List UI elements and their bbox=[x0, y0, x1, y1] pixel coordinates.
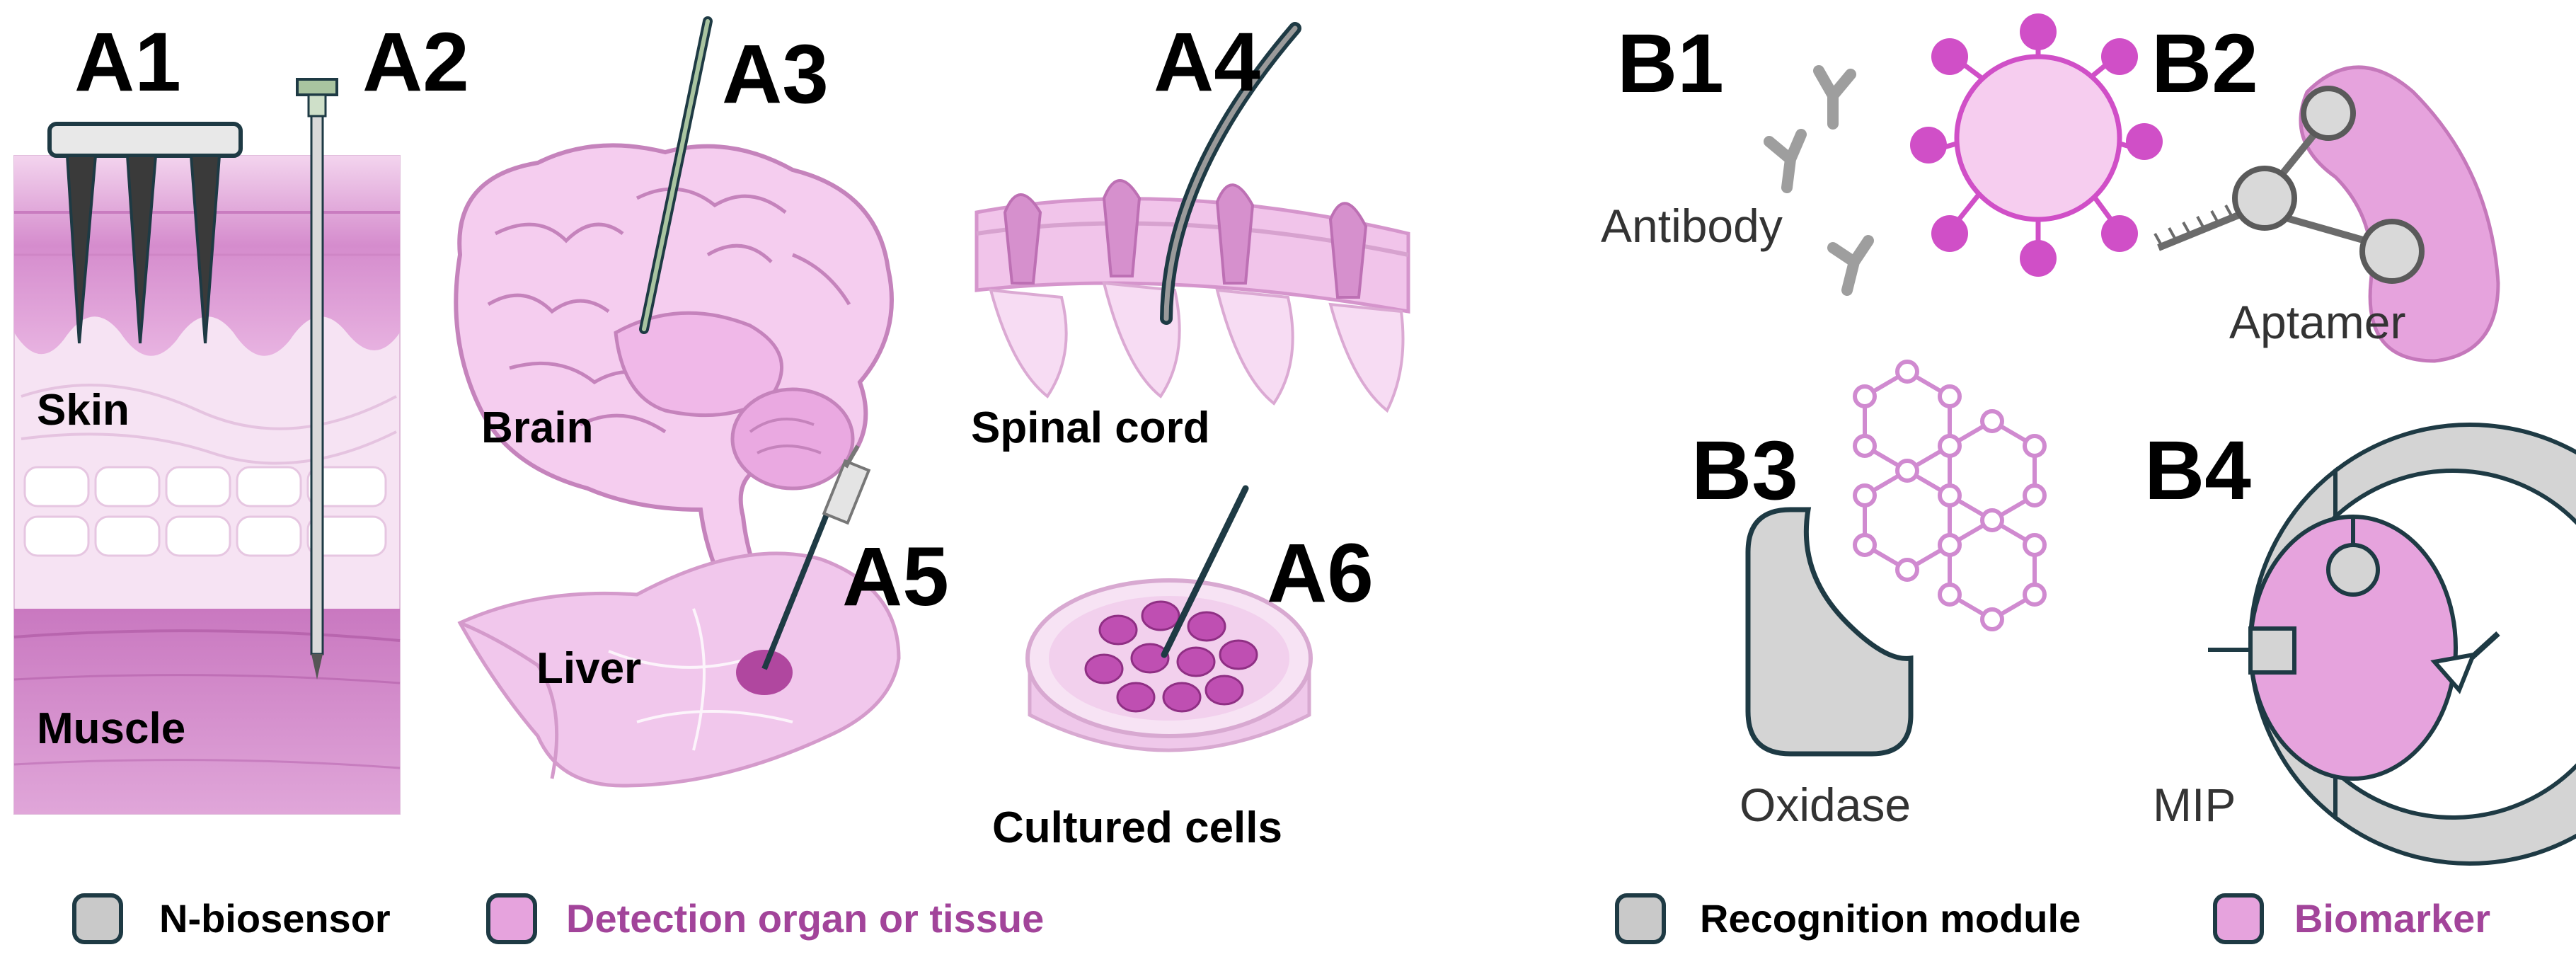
legend-recognition-swatch bbox=[1615, 893, 1666, 944]
antibody-label: Antibody bbox=[1601, 200, 1783, 252]
brain-illustration bbox=[454, 143, 894, 632]
label-b4: B4 bbox=[2144, 424, 2251, 517]
label-a6: A6 bbox=[1267, 527, 1374, 620]
label-a1: A1 bbox=[74, 16, 181, 109]
liver-illustration bbox=[457, 551, 901, 788]
label-b1: B1 bbox=[1617, 17, 1724, 110]
legend-biomarker-swatch bbox=[2213, 893, 2264, 944]
legend-biomarker-text: Biomarker bbox=[2294, 896, 2490, 941]
legend-left: N-biosensor Detection organ or tissue bbox=[72, 893, 1044, 944]
skin-label: Skin bbox=[37, 386, 130, 435]
legend-sensor-swatch bbox=[72, 893, 123, 944]
label-a3: A3 bbox=[722, 28, 829, 121]
label-a2: A2 bbox=[362, 16, 469, 109]
legend-sensor-text: N-biosensor bbox=[159, 896, 391, 941]
mip-biomarker bbox=[2208, 515, 2500, 781]
brain-label: Brain bbox=[481, 403, 593, 452]
cell-probe bbox=[1161, 485, 1249, 658]
aptamer-label: Aptamer bbox=[2229, 296, 2405, 348]
implanted-needle-sensor bbox=[296, 78, 338, 680]
brain-probe bbox=[639, 16, 713, 334]
legend-recognition-text: Recognition module bbox=[1700, 896, 2081, 941]
antibody-nanoparticle bbox=[1910, 13, 2163, 277]
muscle-label: Muscle bbox=[37, 704, 185, 753]
oxidase-enzyme bbox=[1745, 507, 1914, 757]
antibody-icons bbox=[1764, 65, 1874, 296]
label-a5: A5 bbox=[842, 530, 949, 624]
cultured-cells-label: Cultured cells bbox=[992, 803, 1282, 852]
spinal-cord-illustration bbox=[974, 179, 1410, 413]
label-b3: B3 bbox=[1691, 424, 1798, 517]
substrate-molecule bbox=[1853, 360, 2047, 631]
liver-syringe bbox=[761, 445, 871, 670]
label-a4: A4 bbox=[1154, 16, 1260, 109]
oxidase-label: Oxidase bbox=[1740, 779, 1911, 831]
liver-label: Liver bbox=[536, 644, 641, 693]
petri-dish-illustration bbox=[1025, 578, 1313, 752]
spinal-cord-label: Spinal cord bbox=[971, 403, 1210, 452]
mip-label: MIP bbox=[2153, 779, 2236, 831]
label-b2: B2 bbox=[2151, 17, 2258, 110]
aptamer-target-biomarker bbox=[2299, 65, 2500, 363]
spinal-probe bbox=[1160, 22, 1301, 325]
legend-tissue-text: Detection organ or tissue bbox=[566, 896, 1044, 941]
legend-right: Recognition module Biomarker bbox=[1615, 893, 2490, 944]
microneedle-patch bbox=[47, 122, 243, 344]
legend-tissue-swatch bbox=[486, 893, 537, 944]
aptamer-strand bbox=[2154, 86, 2425, 284]
